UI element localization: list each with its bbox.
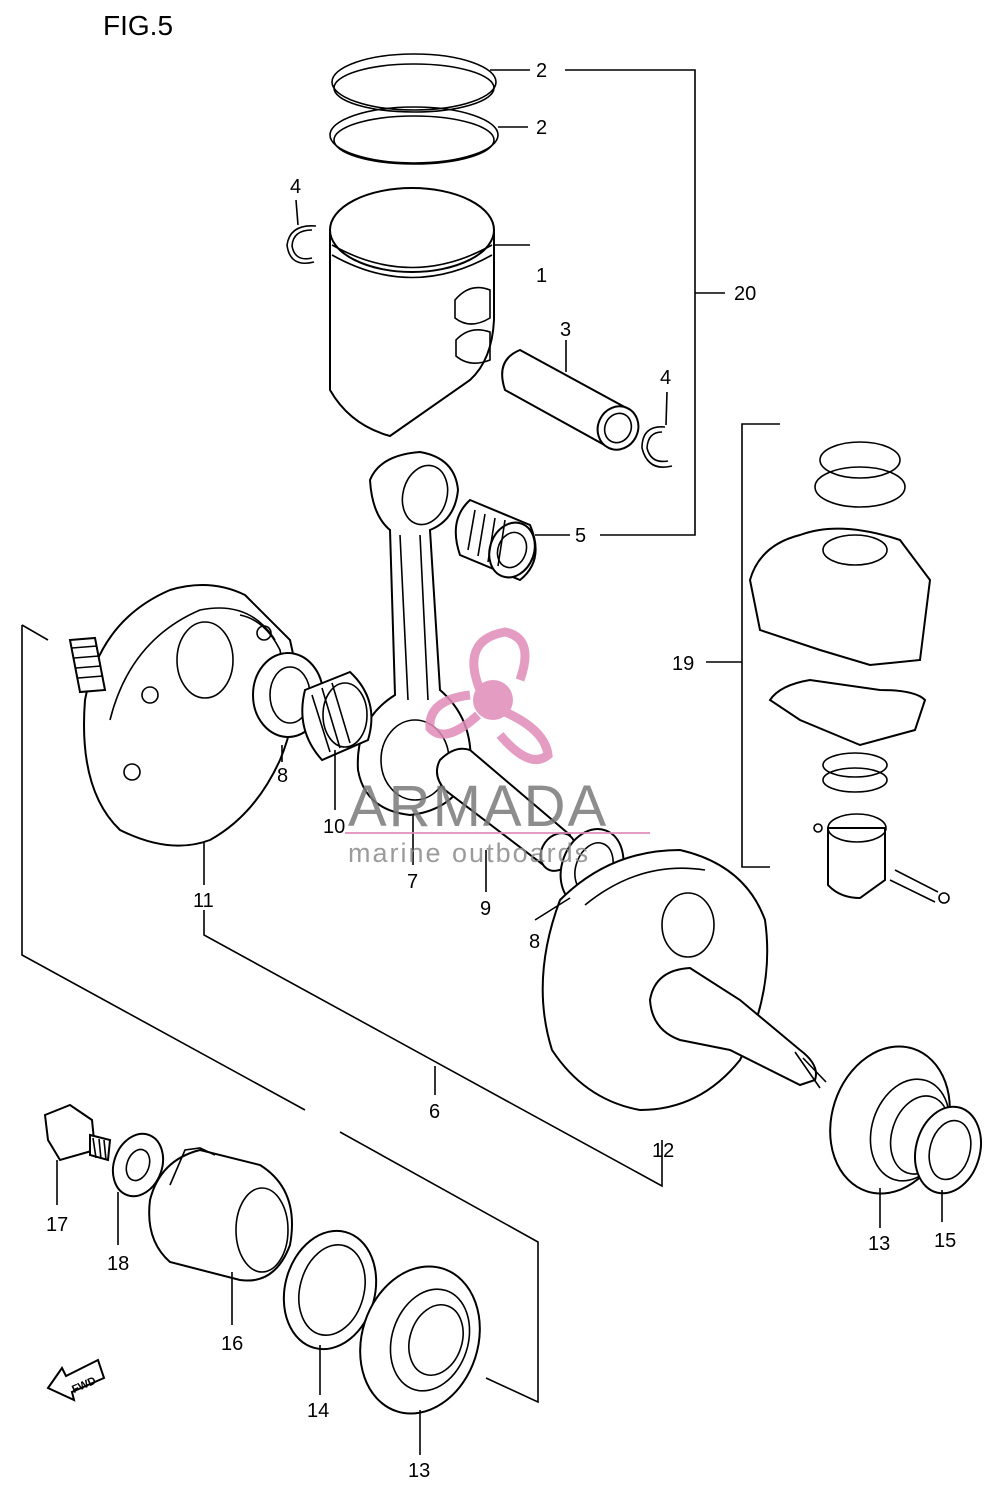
callout-18: 18 xyxy=(107,1253,129,1275)
callout-6: 6 xyxy=(429,1101,440,1123)
crank-half-right xyxy=(541,848,827,1112)
callout-15: 15 xyxy=(934,1230,956,1252)
callout-5: 5 xyxy=(575,525,586,547)
watermark-tagline: marine outboards xyxy=(348,838,590,868)
piston-ring-lower xyxy=(329,106,499,165)
main-bearing-left xyxy=(359,1265,481,1415)
leader-lines xyxy=(21,69,943,1455)
propeller-logo-icon xyxy=(425,627,553,764)
primary-drive-gear xyxy=(148,1147,293,1282)
callout-labels: 2 2 4 1 20 3 4 5 19 8 10 7 9 8 11 6 12 1… xyxy=(46,60,956,1482)
crank-bolt xyxy=(43,1103,112,1162)
piston-pin-clip-left xyxy=(286,225,317,264)
callout-10: 10 xyxy=(323,816,345,838)
callout-2a: 2 xyxy=(536,60,547,82)
callout-8b: 8 xyxy=(529,931,540,953)
callout-2b: 2 xyxy=(536,117,547,139)
piston xyxy=(329,187,495,438)
cylinder-kit xyxy=(748,441,950,904)
callout-12: 12 xyxy=(652,1140,674,1162)
watermark: ARMADA marine outboards xyxy=(345,627,650,868)
needle-bearing-small-end xyxy=(454,498,537,582)
washer-lower xyxy=(111,1132,165,1198)
callout-4b: 4 xyxy=(660,367,671,389)
callout-9: 9 xyxy=(480,898,491,920)
figure-title: FIG.5 xyxy=(103,10,173,41)
piston-ring-upper xyxy=(331,53,497,113)
callout-8a: 8 xyxy=(277,765,288,787)
callout-1: 1 xyxy=(536,265,547,287)
callout-16: 16 xyxy=(221,1333,243,1355)
piston-pin xyxy=(501,348,640,451)
callout-17: 17 xyxy=(46,1214,68,1236)
callout-20: 20 xyxy=(734,283,756,305)
crank-half-left xyxy=(68,584,297,847)
callout-7: 7 xyxy=(407,871,418,893)
piston-pin-clip-right xyxy=(641,426,673,468)
callout-13-right: 13 xyxy=(868,1233,890,1255)
forward-direction-arrow: FWD xyxy=(46,1358,106,1402)
callout-11: 11 xyxy=(193,890,214,912)
callout-4a: 4 xyxy=(290,176,301,198)
watermark-brand: ARMADA xyxy=(348,774,608,839)
callout-19: 19 xyxy=(672,653,694,675)
needle-bearing-big-end xyxy=(301,670,373,762)
callout-13-lower: 13 xyxy=(408,1460,430,1482)
callout-14: 14 xyxy=(307,1400,329,1422)
callout-3: 3 xyxy=(560,319,571,341)
oil-seal-right xyxy=(914,1105,982,1195)
